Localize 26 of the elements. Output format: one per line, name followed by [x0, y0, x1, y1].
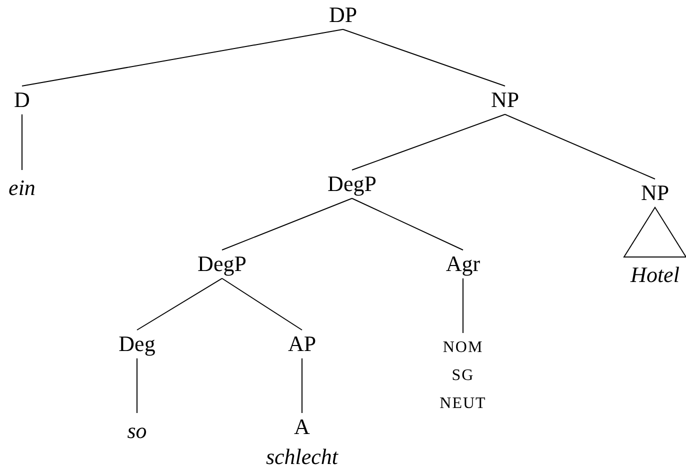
word-label: schlecht — [266, 444, 338, 471]
tree-branch — [222, 278, 302, 330]
category-label: NP — [490, 87, 520, 114]
category-label: DegP — [198, 251, 246, 278]
feature-label: NOM SG NEUT — [438, 338, 488, 414]
tree-branch — [352, 114, 506, 170]
word-label: ein — [8, 175, 36, 202]
category-label: Deg — [118, 331, 156, 358]
category-label: NP — [640, 180, 670, 206]
category-label: DP — [328, 2, 358, 28]
category-label: DegP — [328, 171, 376, 198]
tree-branch — [352, 198, 464, 250]
tree-branch — [22, 28, 344, 86]
category-label: A — [294, 414, 310, 440]
category-label: AP — [288, 331, 316, 358]
tree-branch — [136, 358, 138, 414]
tree-branch — [342, 28, 506, 86]
tree-branch — [504, 114, 656, 180]
tree-branch — [462, 278, 464, 334]
category-label: D — [14, 87, 30, 114]
tree-branch — [136, 278, 222, 330]
category-label: Agr — [446, 251, 480, 278]
word-label: so — [127, 418, 147, 444]
word-label: Hotel — [630, 262, 680, 288]
tree-branch — [222, 198, 352, 250]
triangle-branch — [623, 206, 686, 258]
